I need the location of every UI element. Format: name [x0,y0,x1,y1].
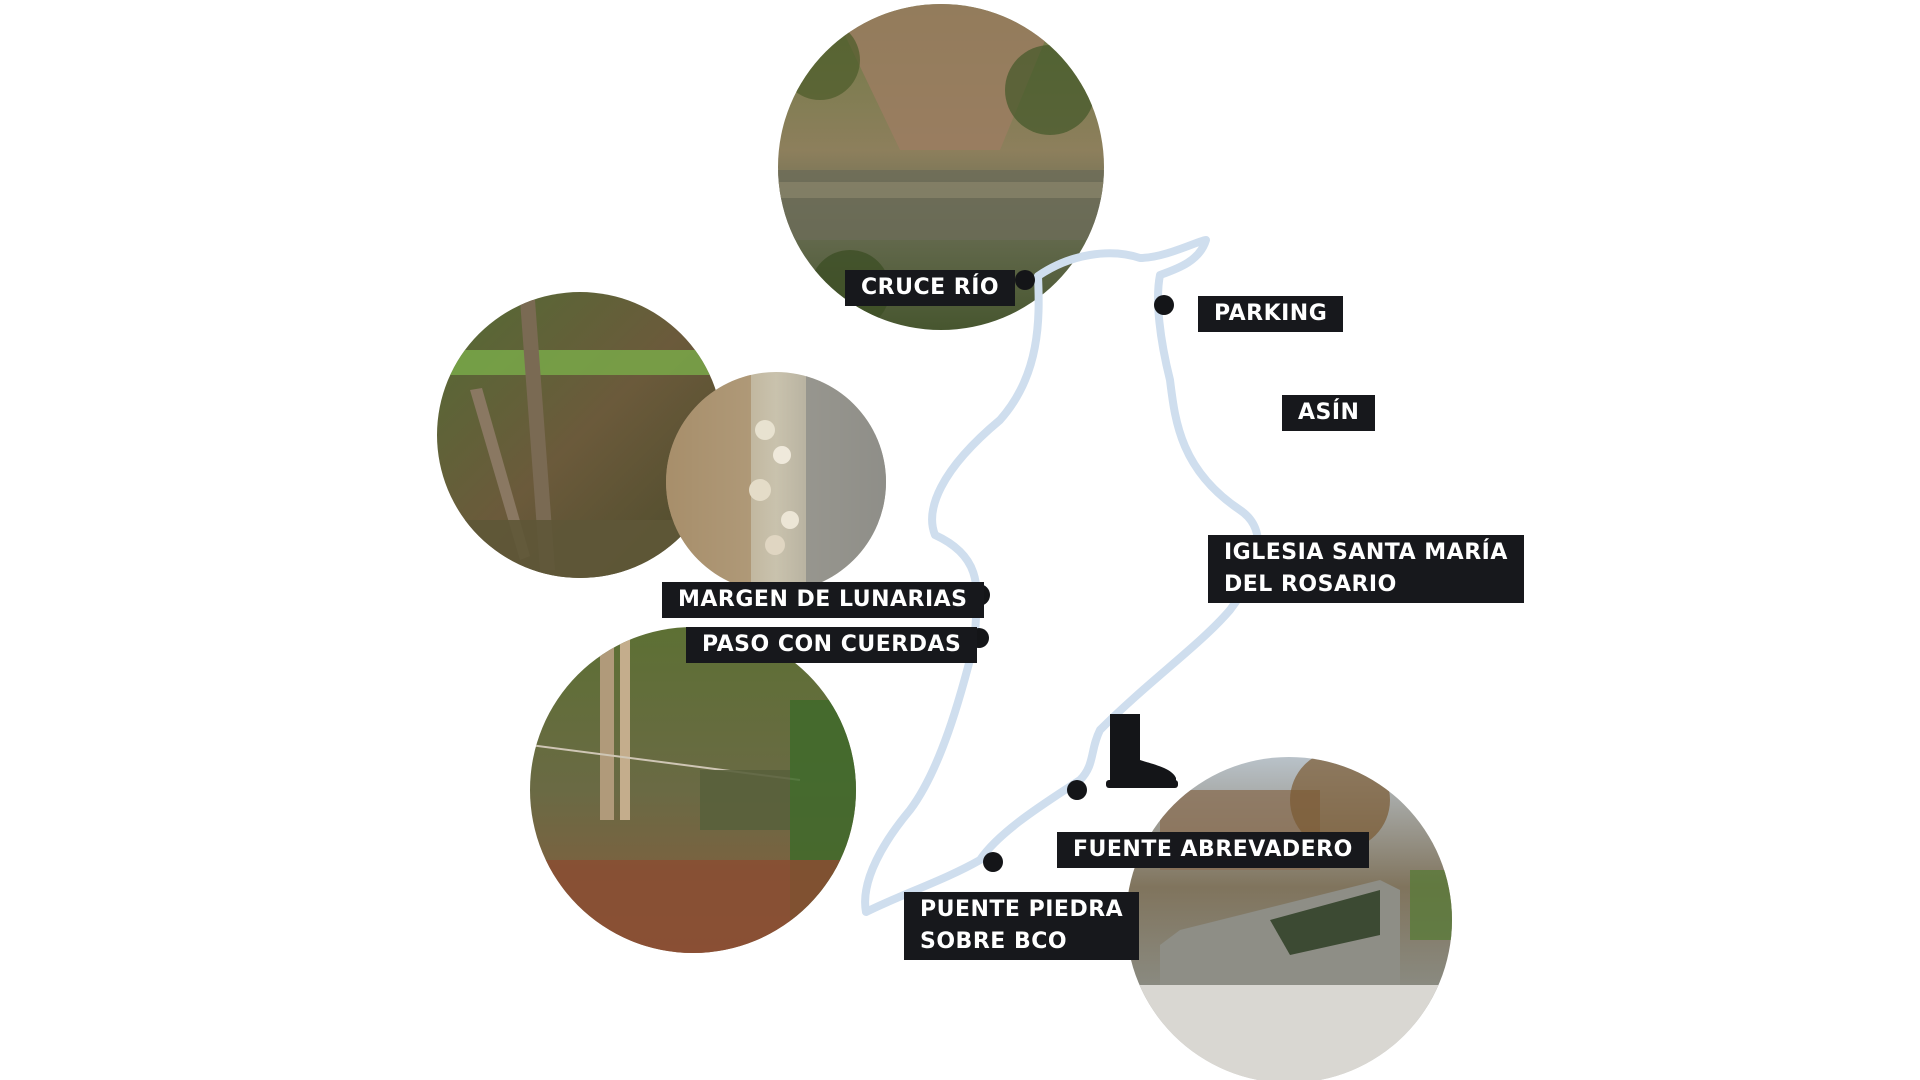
photo-lunarias [666,372,886,592]
label-margen-lunarias: MARGEN DE LUNARIAS [662,582,984,618]
photo-fuente-abrevadero [1126,757,1452,1080]
marker-cruce-rio[interactable] [1015,270,1035,290]
label-puente-line1: PUENTE PIEDRA [920,897,1124,922]
label-asin: ASÍN [1282,395,1376,431]
label-fuente-abrevadero-text: FUENTE ABREVADERO [1073,837,1353,862]
label-parking: PARKING [1198,296,1344,332]
label-paso-cuerdas: PASO CON CUERDAS [686,627,978,663]
marker-parking[interactable] [1154,295,1174,315]
label-iglesia-line1: IGLESIA SANTA MARÍA [1224,540,1508,565]
label-margen-lunarias-text: MARGEN DE LUNARIAS [678,587,968,612]
marker-puente-piedra[interactable] [983,852,1003,872]
label-iglesia-line2: DEL ROSARIO [1224,572,1397,597]
boot-icon [1106,714,1178,788]
label-iglesia: IGLESIA SANTA MARÍA DEL ROSARIO [1208,535,1524,603]
label-parking-text: PARKING [1214,301,1328,326]
marker-fuente-abrevadero[interactable] [1067,780,1087,800]
route-line [861,236,1263,916]
label-paso-cuerdas-text: PASO CON CUERDAS [702,632,962,657]
label-fuente-abrevadero: FUENTE ABREVADERO [1057,832,1369,868]
label-asin-text: ASÍN [1298,400,1360,425]
photo-paso-cuerdas [530,627,856,953]
label-cruce-rio-text: CRUCE RÍO [861,275,1000,300]
label-puente-line2: SOBRE BCO [920,929,1068,954]
label-puente-piedra: PUENTE PIEDRA SOBRE BCO [904,892,1140,960]
label-cruce-rio: CRUCE RÍO [845,270,1016,306]
